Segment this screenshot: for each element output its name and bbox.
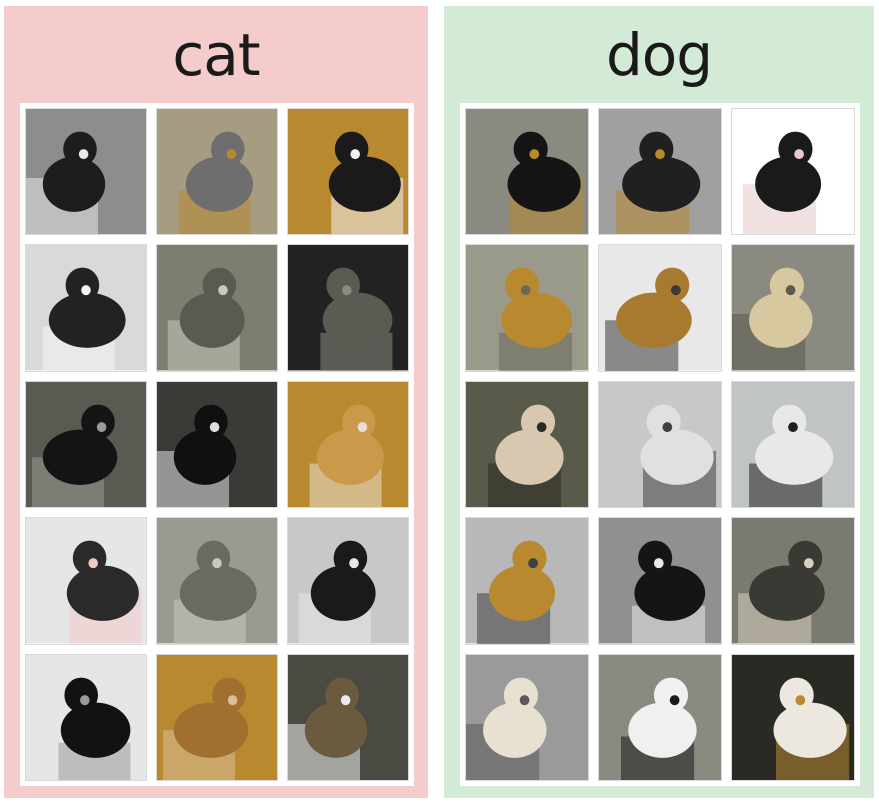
photo-image (157, 245, 277, 371)
photo-image (466, 109, 588, 235)
cat-photo-tuxedo-cat-window (25, 108, 147, 236)
dog-photo-dogs-reflection (465, 517, 589, 645)
photo-image (157, 109, 277, 235)
cat-photo-cat-in-bowl (25, 517, 147, 645)
cat-photo-cat-on-snowy-ledge (287, 517, 409, 645)
dog-photo-black-dog-closeup (598, 517, 722, 645)
cat-photo-dark-cat-silhouette (25, 653, 147, 781)
photo-image (732, 381, 854, 508)
cat-photo-tabby-cat-curled (156, 244, 278, 372)
cat-photo-cat-on-orange-blanket (287, 380, 409, 509)
dog-photo-shepherd-dog-standing (598, 244, 722, 372)
photo-image (157, 518, 277, 644)
dog-photo-dog-on-pier (465, 653, 589, 781)
photo-image (26, 245, 146, 371)
photo-image (732, 654, 854, 780)
photo-image (466, 654, 588, 780)
dog-photo-dog-by-boat (598, 108, 722, 236)
cat-photo-black-cat-outdoors (156, 380, 278, 509)
photo-image (288, 381, 408, 508)
photo-image (599, 381, 721, 508)
photo-image (599, 245, 721, 371)
dog-photo-brindle-dog-standing (731, 517, 855, 645)
photo-image (288, 518, 408, 644)
dog-photo-tan-dog-in-water (465, 244, 589, 372)
dog-image-grid (460, 103, 860, 786)
photo-image (288, 109, 408, 235)
photo-image (26, 109, 146, 235)
photo-image (732, 109, 854, 235)
dog-photo-dog-jumping-air (731, 380, 855, 509)
cat-photo-black-white-cat-box (287, 108, 409, 236)
dog-photo-dog-carrying-item (598, 653, 722, 781)
dog-photo-white-spitz-lying (731, 653, 855, 781)
photo-image (466, 518, 588, 644)
cat-photo-tabby-kitten-lying (156, 108, 278, 236)
cat-title: cat (172, 21, 260, 89)
photo-image (599, 518, 721, 644)
photo-image (466, 381, 588, 508)
photo-image (157, 381, 277, 508)
photo-image (26, 654, 146, 780)
photo-image (26, 518, 146, 644)
photo-image (26, 381, 146, 508)
cat-image-grid (20, 103, 414, 786)
dog-photo-husky-closeup (731, 108, 855, 236)
dog-photo-dogs-in-garden (465, 380, 589, 509)
cat-photo-black-white-cat-closeup (25, 244, 147, 372)
cat-photo-dark-cat-face (287, 244, 409, 372)
photo-image (157, 654, 277, 780)
cat-photo-white-cat-in-tree (287, 653, 409, 781)
photo-image (599, 654, 721, 780)
photo-image (288, 245, 408, 371)
dog-photo-merle-dog-chewing (598, 380, 722, 509)
photo-image (288, 654, 408, 780)
cat-photo-cat-in-tree (156, 517, 278, 645)
cat-panel: cat (4, 6, 428, 798)
cat-photo-abyssinian-cat (156, 653, 278, 781)
dog-photo-black-dog-rocks (465, 108, 589, 236)
dog-title: dog (605, 21, 713, 89)
photo-image (599, 109, 721, 235)
dog-panel: dog (444, 6, 874, 798)
dog-photo-shiba-dog-sitting (731, 244, 855, 372)
photo-image (732, 245, 854, 371)
cat-photo-black-cat-foliage (25, 380, 147, 509)
photo-image (466, 245, 588, 371)
photo-image (732, 518, 854, 644)
